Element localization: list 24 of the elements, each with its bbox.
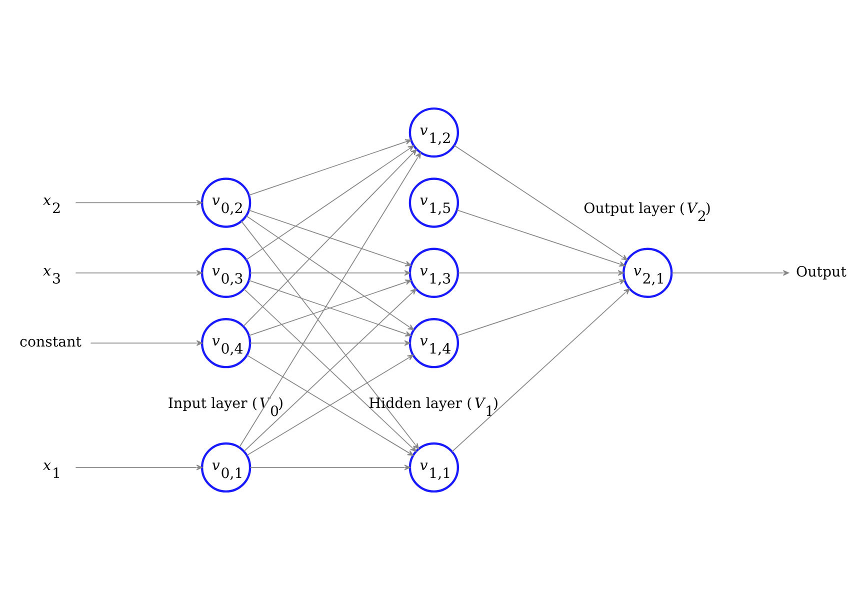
arrow xyxy=(250,464,410,470)
arrow xyxy=(246,145,414,260)
arrow xyxy=(90,340,202,346)
arrow xyxy=(238,152,422,448)
arrow xyxy=(241,220,420,450)
arrow xyxy=(75,200,202,206)
arrow xyxy=(456,210,626,267)
arrow xyxy=(248,210,412,266)
arrow xyxy=(246,354,414,456)
arrow xyxy=(248,139,412,196)
arrow xyxy=(75,270,202,276)
arrow xyxy=(75,464,202,470)
arrow xyxy=(244,288,416,452)
arrow xyxy=(671,270,790,276)
arrow xyxy=(246,215,414,330)
node-text: constant xyxy=(20,334,82,350)
arrow xyxy=(243,149,417,327)
arrow xyxy=(452,288,630,452)
arrow xyxy=(454,145,628,260)
arrow xyxy=(458,270,624,276)
arrow xyxy=(250,270,410,276)
arrow xyxy=(250,340,410,346)
node-text: Output xyxy=(796,264,846,280)
arrow xyxy=(456,279,626,336)
